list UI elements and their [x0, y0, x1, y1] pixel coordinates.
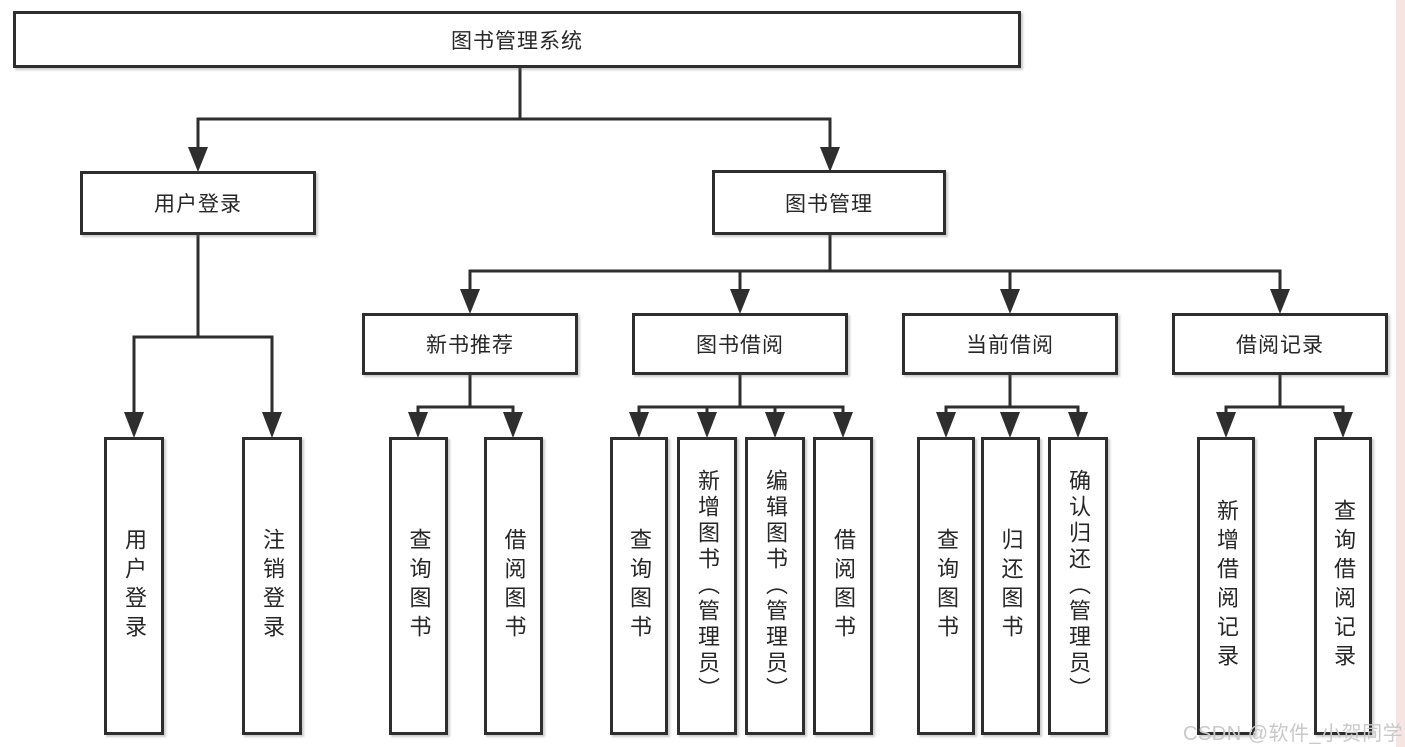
leaf-add-book-admin: 新增图书（管理员）	[677, 437, 737, 735]
node-book-borrow-label: 图书借阅	[696, 334, 784, 357]
leaf-query-books-current-label: 查询图书	[934, 528, 959, 644]
leaf-query-books-recommend: 查询图书	[389, 437, 448, 735]
leaf-borrow-books: 借阅图书	[813, 437, 873, 735]
leaf-edit-book-admin-label: 编辑图书（管理员）	[763, 469, 788, 703]
node-user-login: 用户登录	[80, 171, 316, 235]
node-new-book-recommend-label: 新书推荐	[426, 334, 514, 357]
leaf-borrow-books-recommend: 借阅图书	[484, 437, 543, 735]
leaf-return-book: 归还图书	[981, 437, 1040, 735]
node-user-login-label: 用户登录	[154, 193, 242, 216]
leaf-query-borrow-record-label: 查询借阅记录	[1331, 499, 1356, 673]
node-current-borrow: 当前借阅	[902, 313, 1118, 375]
leaf-query-books-borrow: 查询图书	[610, 437, 668, 735]
leaf-logout-label: 注销登录	[260, 528, 285, 644]
node-root-label: 图书管理系统	[451, 29, 583, 53]
node-book-borrow: 图书借阅	[632, 313, 848, 375]
leaf-user-login: 用户登录	[104, 437, 164, 735]
node-current-borrow-label: 当前借阅	[966, 334, 1054, 357]
leaf-add-borrow-record: 新增借阅记录	[1197, 437, 1255, 735]
node-new-book-recommend: 新书推荐	[362, 313, 578, 375]
leaf-confirm-return-admin: 确认归还（管理员）	[1048, 437, 1108, 735]
node-borrow-records: 借阅记录	[1172, 313, 1388, 375]
leaf-user-login-label: 用户登录	[122, 528, 147, 644]
leaf-borrow-books-label: 借阅图书	[831, 528, 856, 644]
node-borrow-records-label: 借阅记录	[1236, 334, 1324, 357]
leaf-logout: 注销登录	[242, 437, 302, 735]
arrowheads	[124, 147, 1353, 438]
leaf-confirm-return-admin-label: 确认归还（管理员）	[1066, 469, 1091, 703]
right-edge-strip	[1396, 0, 1405, 747]
leaf-borrow-books-recommend-label: 借阅图书	[501, 528, 527, 644]
leaf-edit-book-admin: 编辑图书（管理员）	[745, 437, 805, 735]
leaf-query-books-current: 查询图书	[917, 437, 975, 735]
leaf-query-books-recommend-label: 查询图书	[406, 528, 432, 644]
leaf-add-borrow-record-label: 新增借阅记录	[1214, 499, 1239, 673]
leaf-query-borrow-record: 查询借阅记录	[1314, 437, 1372, 735]
leaf-return-book-label: 归还图书	[998, 528, 1024, 644]
csdn-watermark: CSDN @软件_小贺同学	[1183, 723, 1404, 745]
node-book-management-label: 图书管理	[785, 192, 873, 216]
node-root: 图书管理系统	[13, 11, 1021, 68]
node-book-management: 图书管理	[712, 170, 946, 235]
leaf-add-book-admin-label: 新增图书（管理员）	[695, 469, 720, 703]
leaf-query-books-borrow-label: 查询图书	[627, 528, 652, 644]
